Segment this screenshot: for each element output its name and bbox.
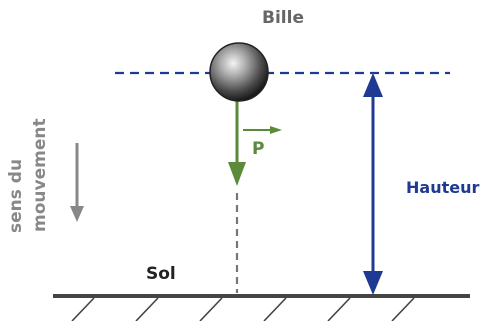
direction-arrow-head [70,206,84,222]
height-arrow-bottom-head [363,271,383,295]
weight-force-label: P [252,139,265,159]
height-label: Hauteur [406,178,480,197]
ball-label: Bille [262,8,304,28]
weight-vector-head [228,162,246,186]
ground-hatching [71,297,415,321]
ball [209,42,269,102]
direction-label-line1: sens du [6,158,26,233]
vector-symbol-head [270,126,282,134]
ground-label: Sol [146,264,176,284]
direction-label-line2: mouvement [30,118,50,232]
height-arrow-top-head [363,73,383,97]
